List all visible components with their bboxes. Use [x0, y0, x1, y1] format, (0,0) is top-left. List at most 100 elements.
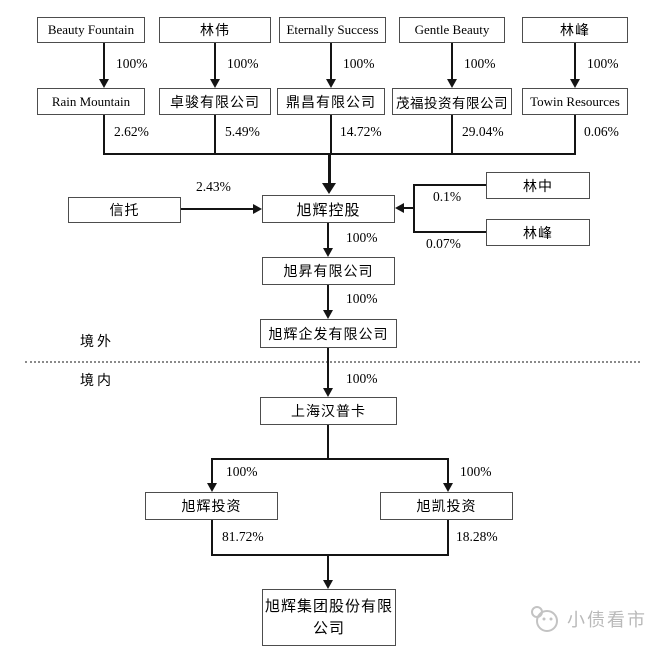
merge-bar	[211, 554, 449, 556]
edge-stake-4	[451, 115, 453, 155]
node-label: 上海汉普卡	[291, 405, 366, 420]
node-beauty-fountain: Beauty Fountain	[37, 17, 145, 43]
node-label: 旭辉投资	[181, 500, 242, 515]
watermark-text: 小债看市	[567, 610, 647, 630]
arrowhead-down-icon	[322, 183, 336, 194]
arrowhead-down-icon	[447, 79, 457, 88]
edge-owner-3	[330, 43, 332, 80]
edge-owner-1	[103, 43, 105, 80]
arrowhead-down-icon	[99, 79, 109, 88]
pct-lin-zhong: 0.1%	[433, 189, 462, 204]
pct-own-2: 100%	[227, 56, 259, 71]
edge-merge-left	[211, 520, 213, 556]
node-label: 旭昇有限公司	[283, 265, 374, 280]
edge-stake-5	[574, 115, 576, 155]
node-label: 林峰	[560, 24, 590, 39]
pct-split-right: 100%	[460, 464, 492, 479]
arrowhead-down-icon	[323, 580, 333, 589]
arrowhead-down-icon	[570, 79, 580, 88]
pct-chain-2: 100%	[346, 291, 378, 306]
node-label: 信托	[109, 204, 140, 219]
edge-bus-to-holding	[328, 153, 331, 184]
edge-stake-3	[330, 115, 332, 155]
node-label: Gentle Beauty	[414, 22, 490, 37]
node-towin-resources: Towin Resources	[522, 88, 628, 115]
node-lin-feng-top: 林峰	[522, 17, 628, 43]
pct-stake-4: 29.04%	[462, 124, 504, 139]
edge-to-target	[327, 554, 329, 581]
node-label: Rain Mountain	[51, 93, 131, 109]
node-lin-feng: 林峰	[486, 219, 590, 246]
edge-split-stem	[327, 425, 329, 460]
edge-chain-3	[327, 348, 329, 389]
node-lin-wei: 林伟	[159, 17, 271, 43]
edge-merge-right	[447, 520, 449, 556]
offshore-onshore-divider	[25, 361, 640, 363]
arrowhead-down-icon	[326, 79, 336, 88]
arrowhead-down-icon	[443, 483, 453, 492]
region-onshore-label: 境内	[80, 374, 114, 389]
arrowhead-down-icon	[210, 79, 220, 88]
watermark: 小债看市	[529, 604, 647, 634]
pct-own-3: 100%	[343, 56, 375, 71]
edge-stake-2	[214, 115, 216, 155]
node-label: 林伟	[200, 24, 230, 39]
pct-stake-2: 5.49%	[225, 124, 260, 139]
node-label: 旭凯投资	[416, 500, 477, 515]
pct-stake-5: 0.06%	[584, 124, 619, 139]
arrowhead-down-icon	[323, 388, 333, 397]
edge-founders-merge	[413, 184, 415, 233]
edge-lin-zhong	[413, 184, 486, 186]
node-label: 林峰	[523, 226, 553, 242]
pct-own-1: 100%	[116, 56, 148, 71]
region-offshore-label: 境外	[80, 335, 114, 350]
node-label: 林中	[523, 179, 553, 195]
node-cifi-holdings: 旭辉控股	[262, 195, 395, 223]
watermark-logo-icon	[529, 604, 561, 634]
split-bar	[211, 458, 449, 460]
node-label: 鼎昌有限公司	[286, 95, 376, 111]
bus-line	[103, 153, 576, 155]
node-shanghai-hanpuka: 上海汉普卡	[260, 397, 397, 425]
node-maofu: 茂福投资有限公司	[392, 88, 512, 115]
node-label: Towin Resources	[530, 93, 620, 109]
edge-split-right	[447, 458, 449, 484]
node-eternally-success: Eternally Success	[279, 17, 386, 43]
node-cifi-group: 旭辉集团股份有限公司	[262, 589, 396, 646]
node-cifi-investment: 旭辉投资	[145, 492, 278, 520]
pct-merge-right: 18.28%	[456, 529, 498, 544]
node-rain-mountain: Rain Mountain	[37, 88, 145, 115]
pct-lin-feng: 0.07%	[426, 236, 461, 251]
edge-lin-feng	[413, 231, 486, 233]
edge-split-left	[211, 458, 213, 484]
pct-trust: 2.43%	[196, 179, 231, 194]
node-label: 旭辉企发有限公司	[268, 327, 389, 343]
pct-chain-1: 100%	[346, 230, 378, 245]
pct-chain-3: 100%	[346, 371, 378, 386]
node-xukai-investment: 旭凯投资	[380, 492, 513, 520]
node-xusheng: 旭昇有限公司	[262, 257, 395, 285]
pct-stake-3: 14.72%	[340, 124, 382, 139]
node-dingchang: 鼎昌有限公司	[277, 88, 385, 115]
node-label: 卓骏有限公司	[170, 95, 260, 111]
pct-merge-left: 81.72%	[222, 529, 264, 544]
edge-chain-1	[327, 223, 329, 249]
node-label: 茂福投资有限公司	[396, 95, 508, 111]
node-zhuojun: 卓骏有限公司	[159, 88, 271, 115]
node-trust: 信托	[68, 197, 181, 223]
pct-stake-1: 2.62%	[114, 124, 149, 139]
edge-trust	[181, 208, 253, 210]
node-cifi-qifa: 旭辉企发有限公司	[260, 319, 397, 348]
edge-owner-4	[451, 43, 453, 80]
edge-owner-5	[574, 43, 576, 80]
arrowhead-left-icon	[395, 203, 404, 213]
pct-own-5: 100%	[587, 56, 619, 71]
edge-chain-2	[327, 285, 329, 311]
arrowhead-down-icon	[207, 483, 217, 492]
pct-own-4: 100%	[464, 56, 496, 71]
node-lin-zhong: 林中	[486, 172, 590, 199]
arrowhead-right-icon	[253, 204, 262, 214]
arrowhead-down-icon	[323, 248, 333, 257]
node-label: Beauty Fountain	[47, 22, 135, 37]
